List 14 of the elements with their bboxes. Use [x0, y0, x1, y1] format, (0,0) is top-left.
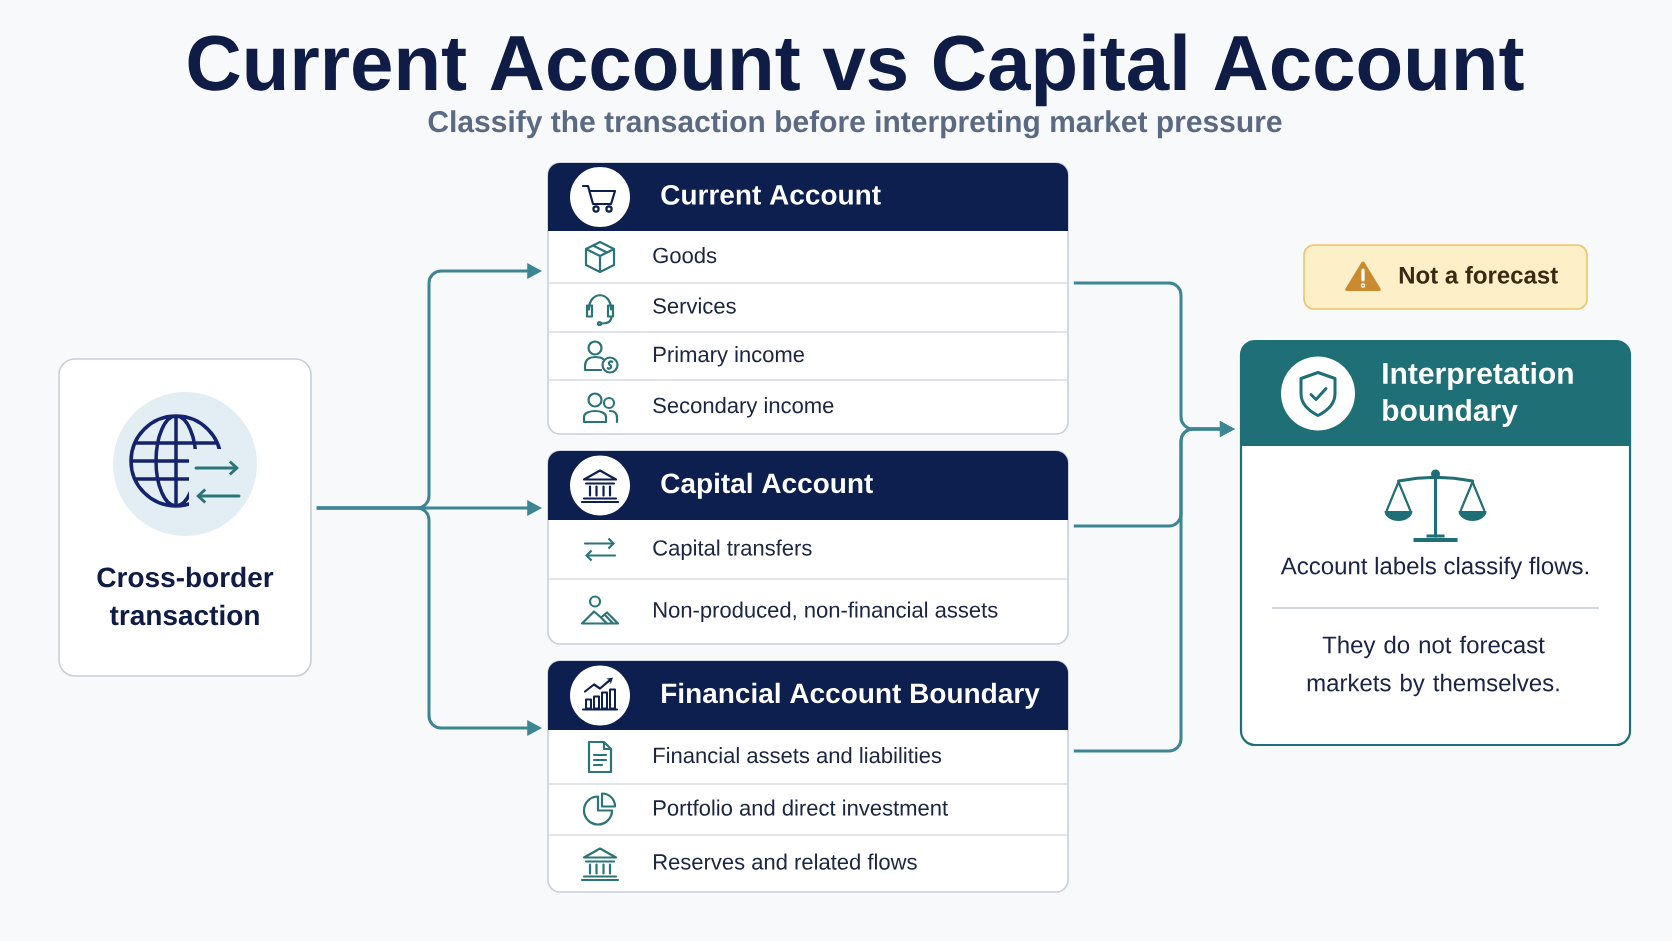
note-text: Account labels classify flows.: [1280, 556, 1588, 580]
subtitle: Classify the transaction before interpreting market pressure: [428, 110, 1282, 139]
list-item: Secondary income: [653, 397, 834, 418]
list-item: Goods: [653, 247, 717, 264]
list-item: Services: [653, 297, 736, 314]
list-item: Reserves and related flows: [654, 853, 917, 870]
list-item: Portfolio and direct investment: [654, 799, 948, 816]
list-item: Primary income: [654, 346, 804, 367]
list-item: Financial assets and liabilities: [654, 747, 942, 764]
list-item: Capital transfers: [653, 539, 812, 561]
note-badge: Not a forecast: [1303, 244, 1588, 310]
note-text: They do not forecast markets by themselves.: [1307, 635, 1559, 697]
title: Current Account vs Capital Account: [188, 33, 1524, 107]
list-item: Non-produced, non-financial assets: [654, 601, 998, 623]
